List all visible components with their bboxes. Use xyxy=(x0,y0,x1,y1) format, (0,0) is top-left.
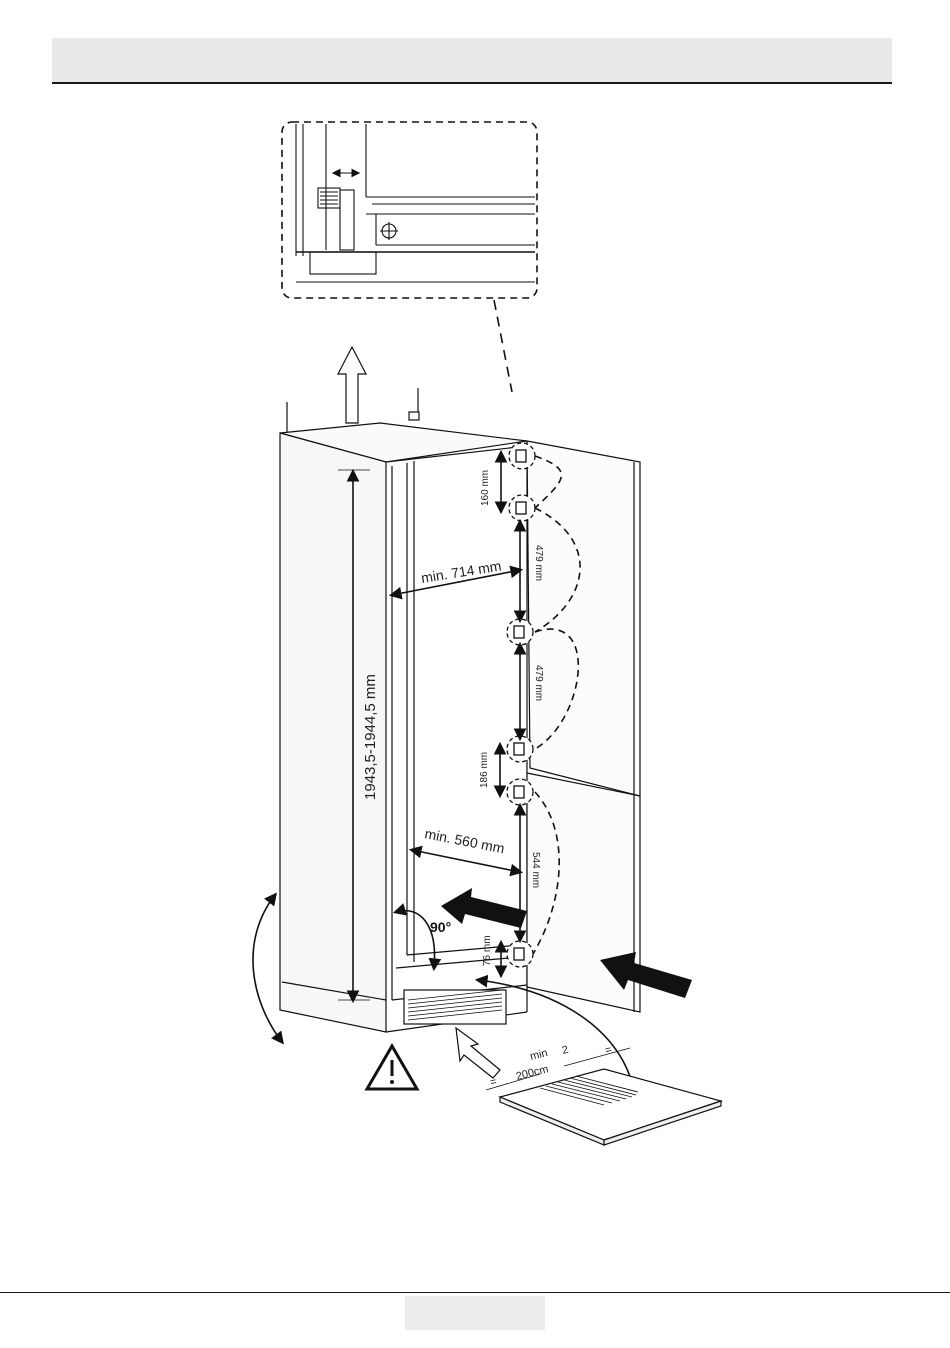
vent-area-label: 200cm xyxy=(515,1063,550,1083)
footer-rule xyxy=(0,1292,950,1293)
page-number-tab xyxy=(405,1296,545,1330)
equal-mark-left: = xyxy=(489,1076,498,1089)
hinge-gap-4-label: 186 mm xyxy=(479,752,490,788)
hinge-gap-3-label: 479 mm xyxy=(533,665,544,701)
warning-icon xyxy=(367,1046,417,1089)
hinge-gap-6-label: 76 mm xyxy=(482,935,493,966)
min-width-bottom-label: min. 560 mm xyxy=(423,825,505,856)
vent-min-label: min xyxy=(529,1047,549,1063)
floor-vent-plate xyxy=(486,1048,721,1145)
door-angle-label: 90° xyxy=(430,919,451,935)
hinge-gap-5-label: 544 mm xyxy=(530,852,541,888)
detail-inset xyxy=(282,122,537,392)
hinge-gap-1-label: 160 mm xyxy=(480,470,491,506)
height-range-label: 1943,5-1944,5 mm xyxy=(362,674,379,800)
vent-exponent-label: 2 xyxy=(561,1044,570,1057)
appliance-doors xyxy=(527,441,640,1012)
hinge-gap-2-label: 479 mm xyxy=(533,545,544,581)
